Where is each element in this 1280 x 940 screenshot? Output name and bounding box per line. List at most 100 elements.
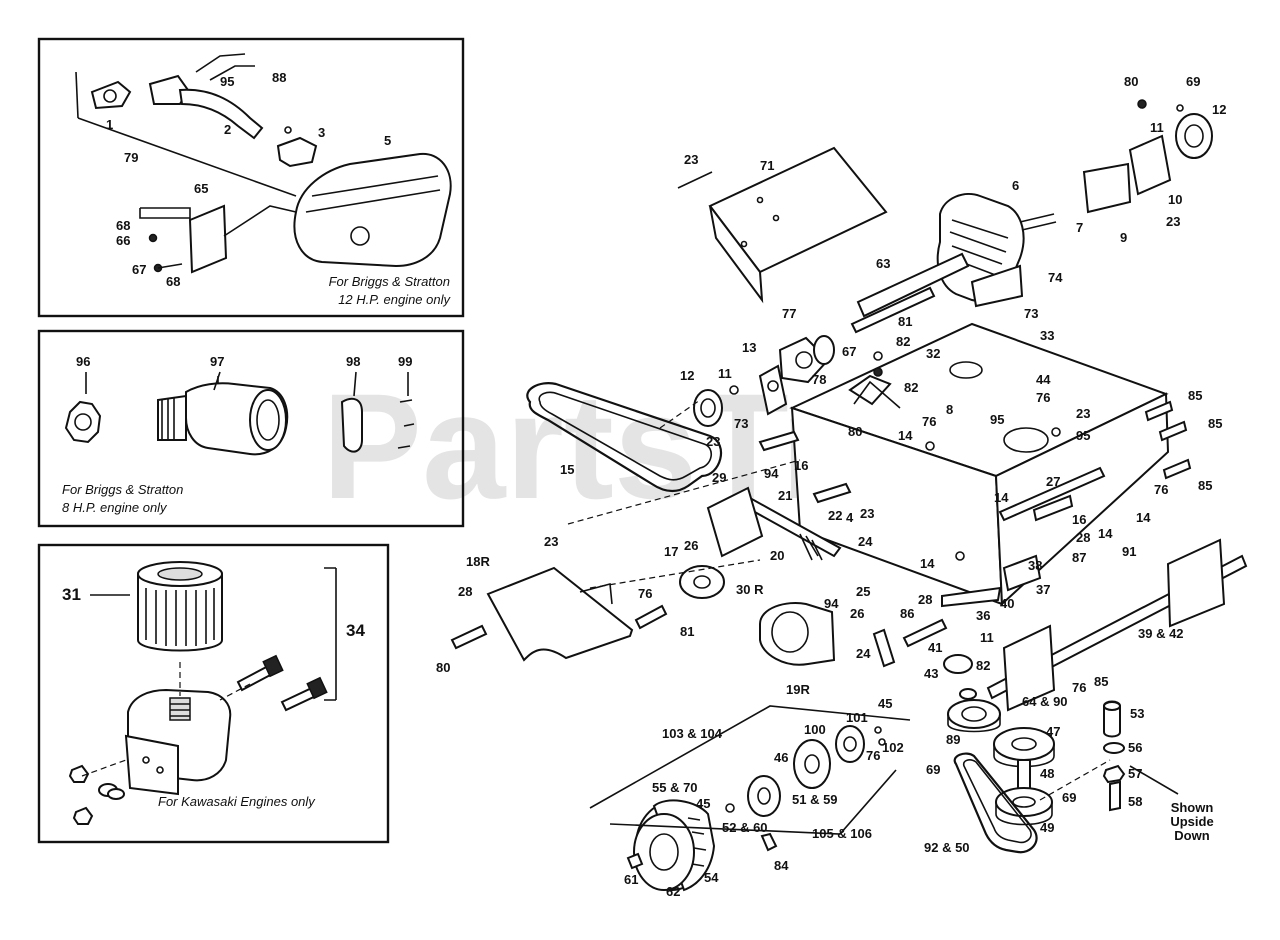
label-100: 100	[804, 722, 826, 737]
label-99: 99	[398, 354, 412, 369]
label-23c: 23	[1076, 406, 1090, 421]
label-54: 54	[704, 870, 719, 885]
label-92-50: 92 & 50	[924, 840, 970, 855]
label-45: 45	[878, 696, 892, 711]
label-41: 41	[928, 640, 942, 655]
label-78: 78	[812, 372, 826, 387]
label-32: 32	[926, 346, 940, 361]
label-74: 74	[1048, 270, 1063, 285]
label-82c: 82	[976, 658, 990, 673]
label-48: 48	[1040, 766, 1054, 781]
label-84: 84	[774, 858, 789, 873]
label-14e: 14	[920, 556, 935, 571]
label-29: 29	[712, 470, 726, 485]
caption-briggs-12-line1: For Briggs & Stratton	[329, 274, 450, 289]
label-76b: 76	[922, 414, 936, 429]
label-23-tr: 23	[1166, 214, 1180, 229]
label-24: 24	[858, 534, 873, 549]
label-64-90: 64 & 90	[1022, 694, 1068, 709]
label-28: 28	[1076, 530, 1090, 545]
label-51-59: 51 & 59	[792, 792, 838, 807]
label-21: 21	[778, 488, 792, 503]
label-38: 38	[1028, 558, 1042, 573]
label-95: 95	[990, 412, 1004, 427]
label-80: 80	[1124, 74, 1138, 89]
label-94b: 94	[824, 596, 839, 611]
label-56: 56	[1128, 740, 1142, 755]
caption-briggs-12-line2: 12 H.P. engine only	[338, 292, 451, 307]
label-80c: 80	[436, 660, 450, 675]
label-31: 31	[62, 585, 81, 604]
label-23-top: 23	[684, 152, 698, 167]
box-briggs-8hp: 96 97 98 99 For Briggs & Stratton 8 H.P.…	[37, 329, 465, 528]
label-9: 9	[1120, 230, 1127, 245]
label-82b: 82	[904, 380, 918, 395]
label-96: 96	[76, 354, 90, 369]
label-1: 1	[106, 117, 113, 132]
label-11c: 11	[980, 630, 994, 645]
label-76c: 76	[1154, 482, 1168, 497]
label-105-106: 105 & 106	[812, 826, 872, 841]
label-97: 97	[210, 354, 224, 369]
label-10: 10	[1168, 192, 1182, 207]
main-labels: 80 69 12 11 10 9 7 23 6 74 71 23 63 81 7…	[436, 74, 1226, 899]
label-91: 91	[1122, 544, 1136, 559]
label-6: 6	[1012, 178, 1019, 193]
note-shown: Shown	[1171, 800, 1214, 815]
label-68: 68	[116, 218, 130, 233]
label-85d: 85	[1094, 674, 1108, 689]
label-81b: 81	[680, 624, 694, 639]
label-13: 13	[742, 340, 756, 355]
label-11: 11	[1150, 120, 1164, 135]
label-71: 71	[760, 158, 774, 173]
label-79: 79	[124, 150, 138, 165]
label-40: 40	[1000, 596, 1014, 611]
label-73: 73	[1024, 306, 1038, 321]
label-27: 27	[1046, 474, 1060, 489]
label-85a: 85	[1188, 388, 1202, 403]
label-44: 44	[1036, 372, 1051, 387]
label-49: 49	[1040, 820, 1054, 835]
label-34: 34	[346, 621, 365, 640]
label-86: 86	[900, 606, 914, 621]
label-69b: 69	[1062, 790, 1076, 805]
label-28b: 28	[458, 584, 472, 599]
label-87: 87	[1072, 550, 1086, 565]
label-85b: 85	[1208, 416, 1222, 431]
box-kawasaki: 31 34 For Kawasaki Engines only	[37, 543, 390, 844]
label-62: 62	[666, 884, 680, 899]
label-25: 25	[856, 584, 870, 599]
label-15: 15	[560, 462, 574, 477]
label-18r: 18R	[466, 554, 490, 569]
label-14c: 14	[1136, 510, 1151, 525]
main-assembly	[450, 99, 1248, 892]
note-down: Down	[1174, 828, 1209, 843]
note-upside: Upside	[1170, 814, 1213, 829]
label-23b: 23	[706, 434, 720, 449]
label-98: 98	[346, 354, 360, 369]
label-55-70: 55 & 70	[652, 780, 698, 795]
label-23e: 23	[544, 534, 558, 549]
label-101: 101	[846, 710, 868, 725]
label-82: 82	[896, 334, 910, 349]
label-3: 3	[318, 125, 325, 140]
label-94: 94	[764, 466, 779, 481]
label-19r: 19R	[786, 682, 810, 697]
label-30r: 30 R	[736, 582, 764, 597]
label-11b: 11	[718, 366, 732, 381]
label-37: 37	[1036, 582, 1050, 597]
label-73b: 73	[734, 416, 748, 431]
label-76: 76	[1036, 390, 1050, 405]
label-89: 89	[946, 732, 960, 747]
box-briggs-12hp: 1 2 3 5 79 95 88 65 68 66 67 68 For Brig…	[37, 37, 465, 318]
label-77: 77	[782, 306, 796, 321]
label-46: 46	[774, 750, 788, 765]
label-47: 47	[1046, 724, 1060, 739]
label-103-104: 103 & 104	[662, 726, 723, 741]
label-20: 20	[770, 548, 784, 563]
label-76f: 76	[866, 748, 880, 763]
caption-briggs-8-line2: 8 H.P. engine only	[62, 500, 168, 515]
label-5: 5	[384, 133, 391, 148]
label-14d: 14	[1098, 526, 1113, 541]
